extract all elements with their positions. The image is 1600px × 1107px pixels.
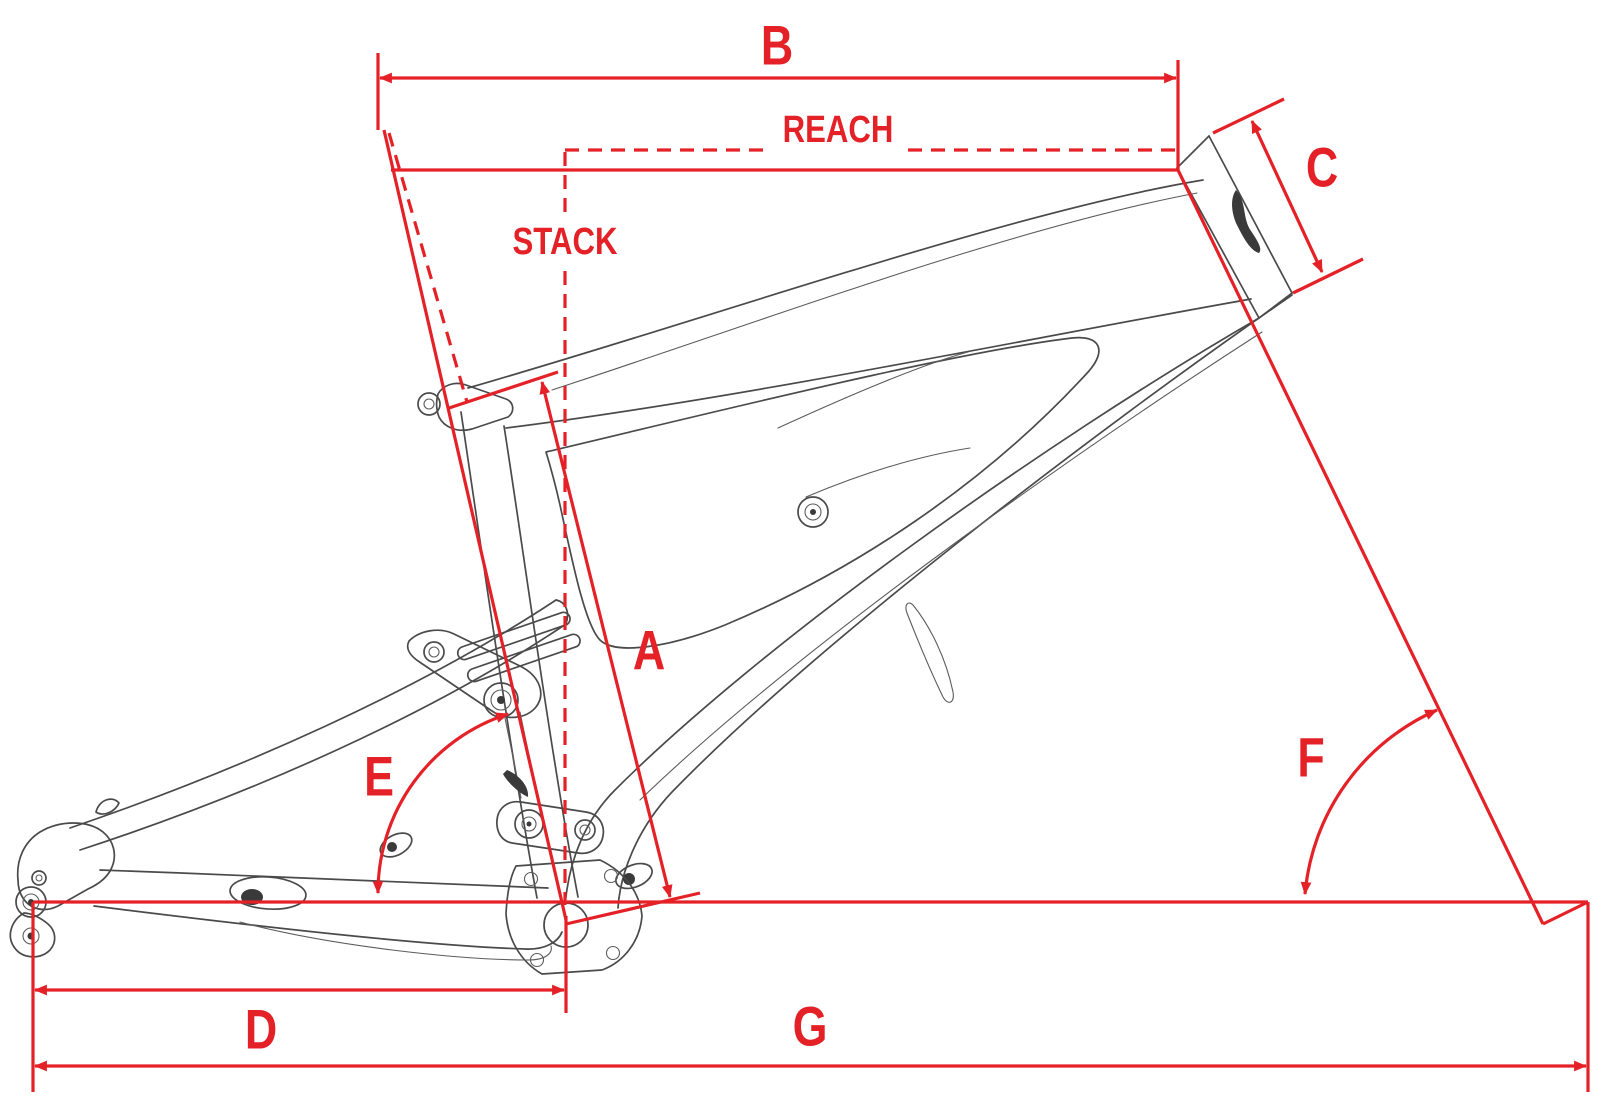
dimension-label-f: F [1297, 726, 1324, 789]
dimension-label-c: C [1306, 136, 1338, 199]
frame-strut-lower [805, 447, 971, 498]
dropout-bolt-outer [31, 870, 47, 886]
dimension-label-e: E [364, 745, 394, 808]
down-tube-lower-edge [617, 294, 1293, 909]
a-dimension-line [539, 380, 673, 899]
chain-stay-lower-edge [93, 905, 563, 950]
dimension-label-b: B [761, 14, 793, 77]
head-tube-cable-port [1232, 190, 1261, 253]
iscg-bolt-1 [523, 871, 539, 887]
dimension-label-d: D [245, 998, 277, 1061]
brake-mount-fin [95, 798, 120, 815]
c-extension-tick-lower [1292, 257, 1364, 295]
head-tube-front-edge [1208, 135, 1293, 294]
iscg-bolt-2 [603, 868, 619, 884]
chain-stay-upper-edge [99, 869, 549, 889]
top-tube-upper-edge [467, 179, 1204, 389]
seat-stay-lower-edge [79, 623, 567, 851]
effective-seat-tube-line [382, 129, 568, 921]
dropout-body [16, 822, 116, 911]
dimension-overlay [31, 53, 1590, 1092]
dimension-label-g: G [793, 995, 828, 1058]
c-dimension-line [1250, 120, 1324, 273]
rocker-pivot-big-mid [490, 689, 512, 711]
front-triangle-window [545, 336, 1100, 649]
chain-stay-protector [239, 921, 552, 961]
iscg-bolt-3 [605, 945, 621, 961]
dimension-label-a: A [633, 619, 665, 682]
seat-clamp-bolt [423, 398, 435, 410]
seat-clamp-barrel [417, 392, 441, 416]
hanger-hole-outer [22, 927, 40, 945]
top-tube-inner-line [551, 192, 1198, 391]
seat-tube-front-edge [460, 411, 538, 899]
e-angle-arc [372, 712, 510, 895]
chain-stay-port-outline [229, 875, 307, 911]
derailleur-hanger [9, 912, 56, 958]
chain-guide [503, 770, 529, 797]
front-axle-check-segment [1542, 900, 1589, 926]
down-tube-protector [905, 602, 954, 703]
head-tube-top-face [1176, 135, 1210, 169]
seat-stay-upper-edge [69, 599, 557, 829]
dropout-bolt-inner [35, 874, 43, 882]
reach-label: REACH [783, 109, 894, 151]
c-extension-tick-upper [1212, 97, 1285, 135]
head-tube-angle-line [1176, 169, 1545, 925]
main-pivot-mid [804, 503, 822, 521]
main-pivot-bolt [810, 509, 816, 515]
seat-top-perpendicular-tick [448, 370, 559, 410]
bb-perpendicular-tick [565, 891, 701, 926]
top-tube-lower-edge [505, 298, 1252, 429]
frame-strut-upper [777, 351, 969, 429]
stay-port-dot [387, 842, 397, 852]
dimension-labels: B REACH STACK C A E F D G [245, 14, 1338, 1061]
down-tube-inner-line [639, 331, 1263, 801]
bike-frame-drawing [9, 135, 1293, 975]
rocker-link-plate [406, 629, 542, 719]
stack-label: STACK [513, 221, 618, 263]
actual-seat-tube-dashed-line [387, 132, 469, 403]
rocker-pivot-small-inner [428, 646, 440, 658]
f-angle-arc [1300, 708, 1438, 896]
main-pivot-outer [797, 496, 829, 528]
rocker-pivot-small-outer [423, 641, 445, 663]
lower-link-pivot1-bolt [526, 821, 532, 827]
lower-link-pivot1-mid [521, 816, 537, 832]
rocker-pivot-big-bolt [497, 696, 505, 704]
